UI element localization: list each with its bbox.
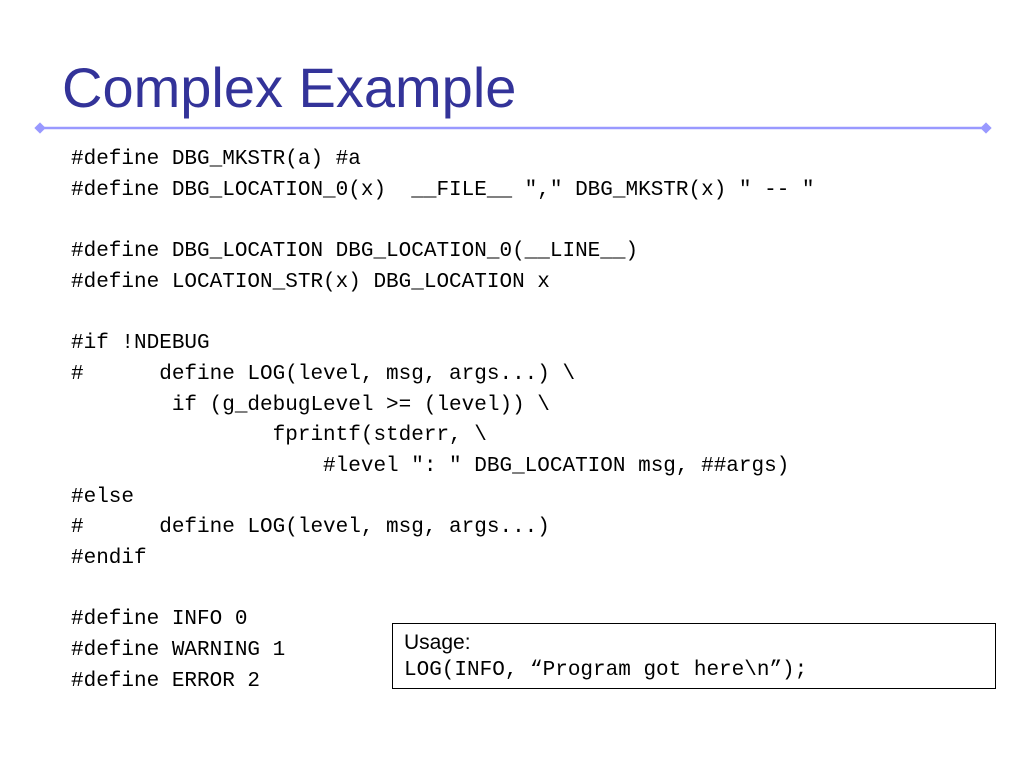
code-line: #define DBG_LOCATION DBG_LOCATION_0(__LI… (71, 240, 639, 264)
code-line: # define LOG(level, msg, args...) (71, 516, 550, 540)
code-line: #define DBG_LOCATION_0(x) __FILE__ "," D… (71, 178, 815, 202)
divider-diamond-right (980, 122, 992, 134)
title-divider (34, 122, 992, 134)
slide-title: Complex Example (62, 56, 517, 119)
code-line: #define WARNING 1 (71, 639, 286, 662)
code-line: fprintf(stderr, \ (71, 424, 487, 448)
code-line: #define DBG_MKSTR(a) #a (71, 148, 361, 171)
code-line: #define ERROR 2 (71, 669, 261, 693)
code-line: #level ": " DBG_LOCATION msg, ##args) (71, 454, 790, 478)
code-line (71, 298, 1001, 329)
code-line: if (g_debugLevel >= (level)) \ (71, 393, 550, 417)
code-line: #endif (71, 546, 147, 570)
code-line: #if !NDEBUG (71, 332, 210, 356)
code-line: # define LOG(level, msg, args...) \ (71, 362, 576, 386)
code-line: #define LOCATION_STR(x) DBG_LOCATION x (71, 270, 550, 294)
usage-box: Usage: LOG(INFO, “Program got here\n”); (392, 623, 996, 689)
code-block: #define DBG_MKSTR(a) #a #define DBG_LOCA… (71, 145, 1001, 697)
divider-diamond-left (34, 122, 46, 134)
code-line (71, 575, 1001, 606)
code-line: #else (71, 485, 135, 509)
code-line (71, 206, 1001, 237)
usage-label: Usage: (404, 631, 471, 654)
code-line: #define INFO 0 (71, 608, 248, 632)
usage-code: LOG(INFO, “Program got here\n”); (404, 659, 808, 682)
